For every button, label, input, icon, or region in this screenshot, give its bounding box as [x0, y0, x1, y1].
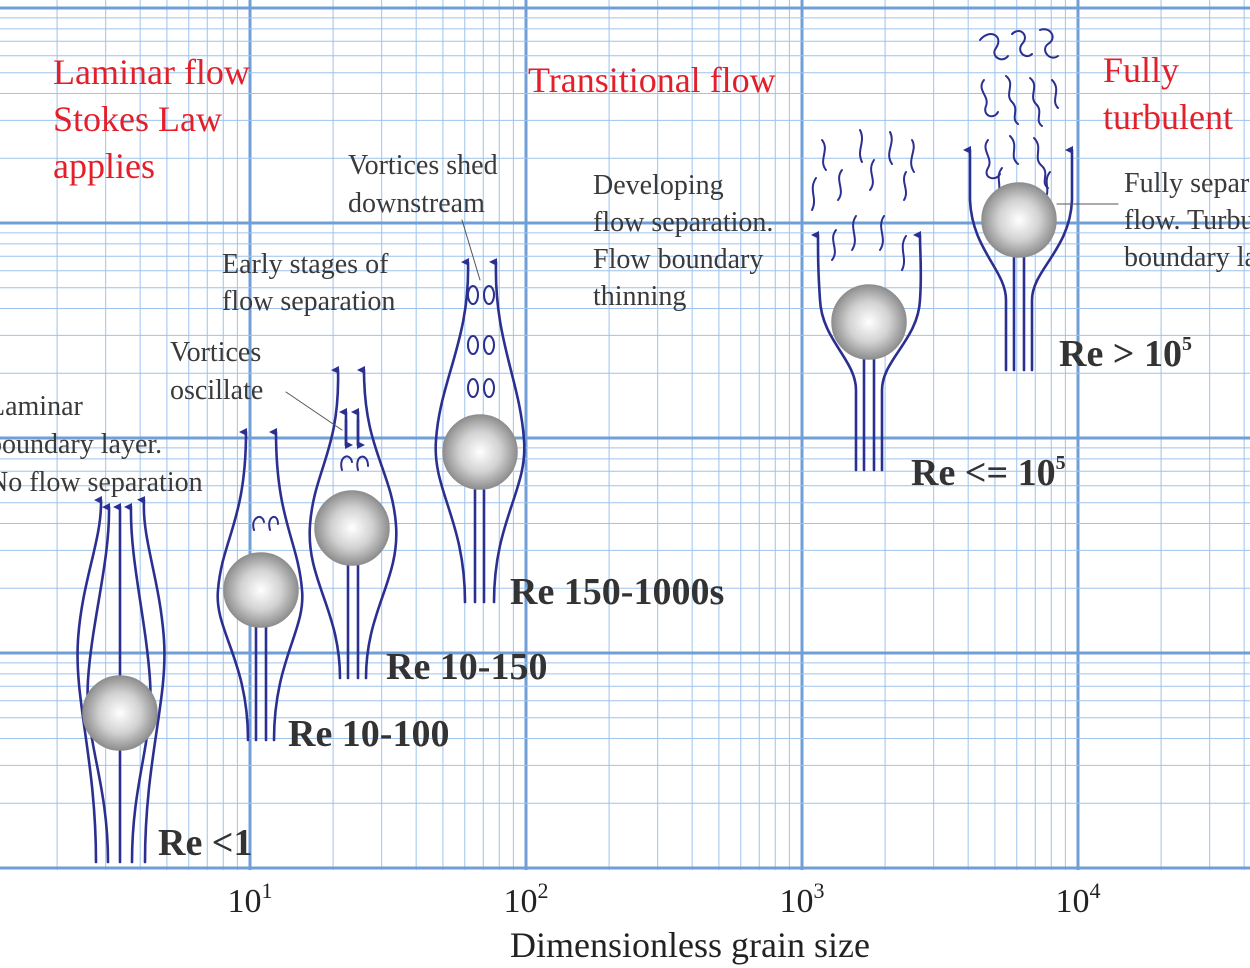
x-tick-label: 101 — [228, 878, 273, 920]
annotation-label: Flow boundary — [593, 244, 763, 275]
regime-label: Laminar flow — [53, 52, 250, 92]
flow-diagram-re-150-1000s — [434, 257, 526, 604]
flow-diagram-laminar — [76, 495, 166, 864]
sphere — [82, 675, 158, 751]
annotation-label: downstream — [348, 188, 485, 219]
sphere — [314, 490, 390, 566]
annotation-label: thinning — [593, 281, 686, 312]
annotation-label: Fully separated — [1124, 168, 1250, 199]
flow-diagrams — [76, 28, 1119, 864]
reynolds-label: Re 10-150 — [386, 646, 547, 688]
annotation-label: Early stages of — [222, 249, 389, 280]
reynolds-label: Re 10-100 — [288, 713, 449, 755]
log-grid — [0, 0, 1250, 870]
reynolds-label: Re 150-1000s — [510, 571, 724, 613]
annotation-label: Vortices — [170, 337, 261, 368]
regime-label: Transitional flow — [528, 60, 776, 100]
annotation-label: Vortices shed — [348, 150, 498, 181]
x-tick-label: 104 — [1056, 878, 1101, 920]
sphere — [442, 414, 518, 490]
x-tick-label: 103 — [780, 878, 825, 920]
x-axis-label: Dimensionless grain size — [510, 925, 870, 965]
sphere — [831, 284, 907, 360]
annotation-label: Laminar — [0, 391, 84, 422]
reynolds-label: Re <= 105 — [911, 452, 1066, 494]
annotation-label: oscillate — [170, 375, 263, 406]
sphere — [981, 182, 1057, 258]
annotation-label: boundary layer — [1124, 242, 1250, 273]
annotation-label: No flow separation — [0, 467, 203, 498]
reynolds-label: Re <1 — [158, 822, 252, 864]
regime-label: Fully — [1103, 50, 1179, 90]
annotation-label: flow. Turbulent — [1124, 205, 1250, 236]
annotation-label: boundary layer. — [0, 429, 162, 460]
reynolds-label: Re > 105 — [1059, 333, 1192, 375]
regime-label: Stokes Law — [53, 99, 222, 139]
flow-diagram-re-le-1e5 — [811, 129, 923, 472]
flow-diagram-re-10-100 — [216, 427, 304, 742]
annotation-label: flow separation. — [593, 207, 773, 238]
annotation-label: Developing — [593, 170, 724, 201]
leader-line-vortices-shed — [461, 219, 481, 281]
x-tick-label: 102 — [504, 878, 549, 920]
regime-label: turbulent — [1103, 97, 1233, 137]
regime-label: applies — [53, 146, 155, 186]
annotation-label: flow separation — [222, 286, 395, 317]
sphere — [223, 552, 299, 628]
flow-diagram-re-10-150 — [308, 365, 398, 680]
leader-line-vortices-oscillate — [285, 391, 343, 431]
flow-diagram-re-gt-1e5 — [963, 28, 1119, 372]
